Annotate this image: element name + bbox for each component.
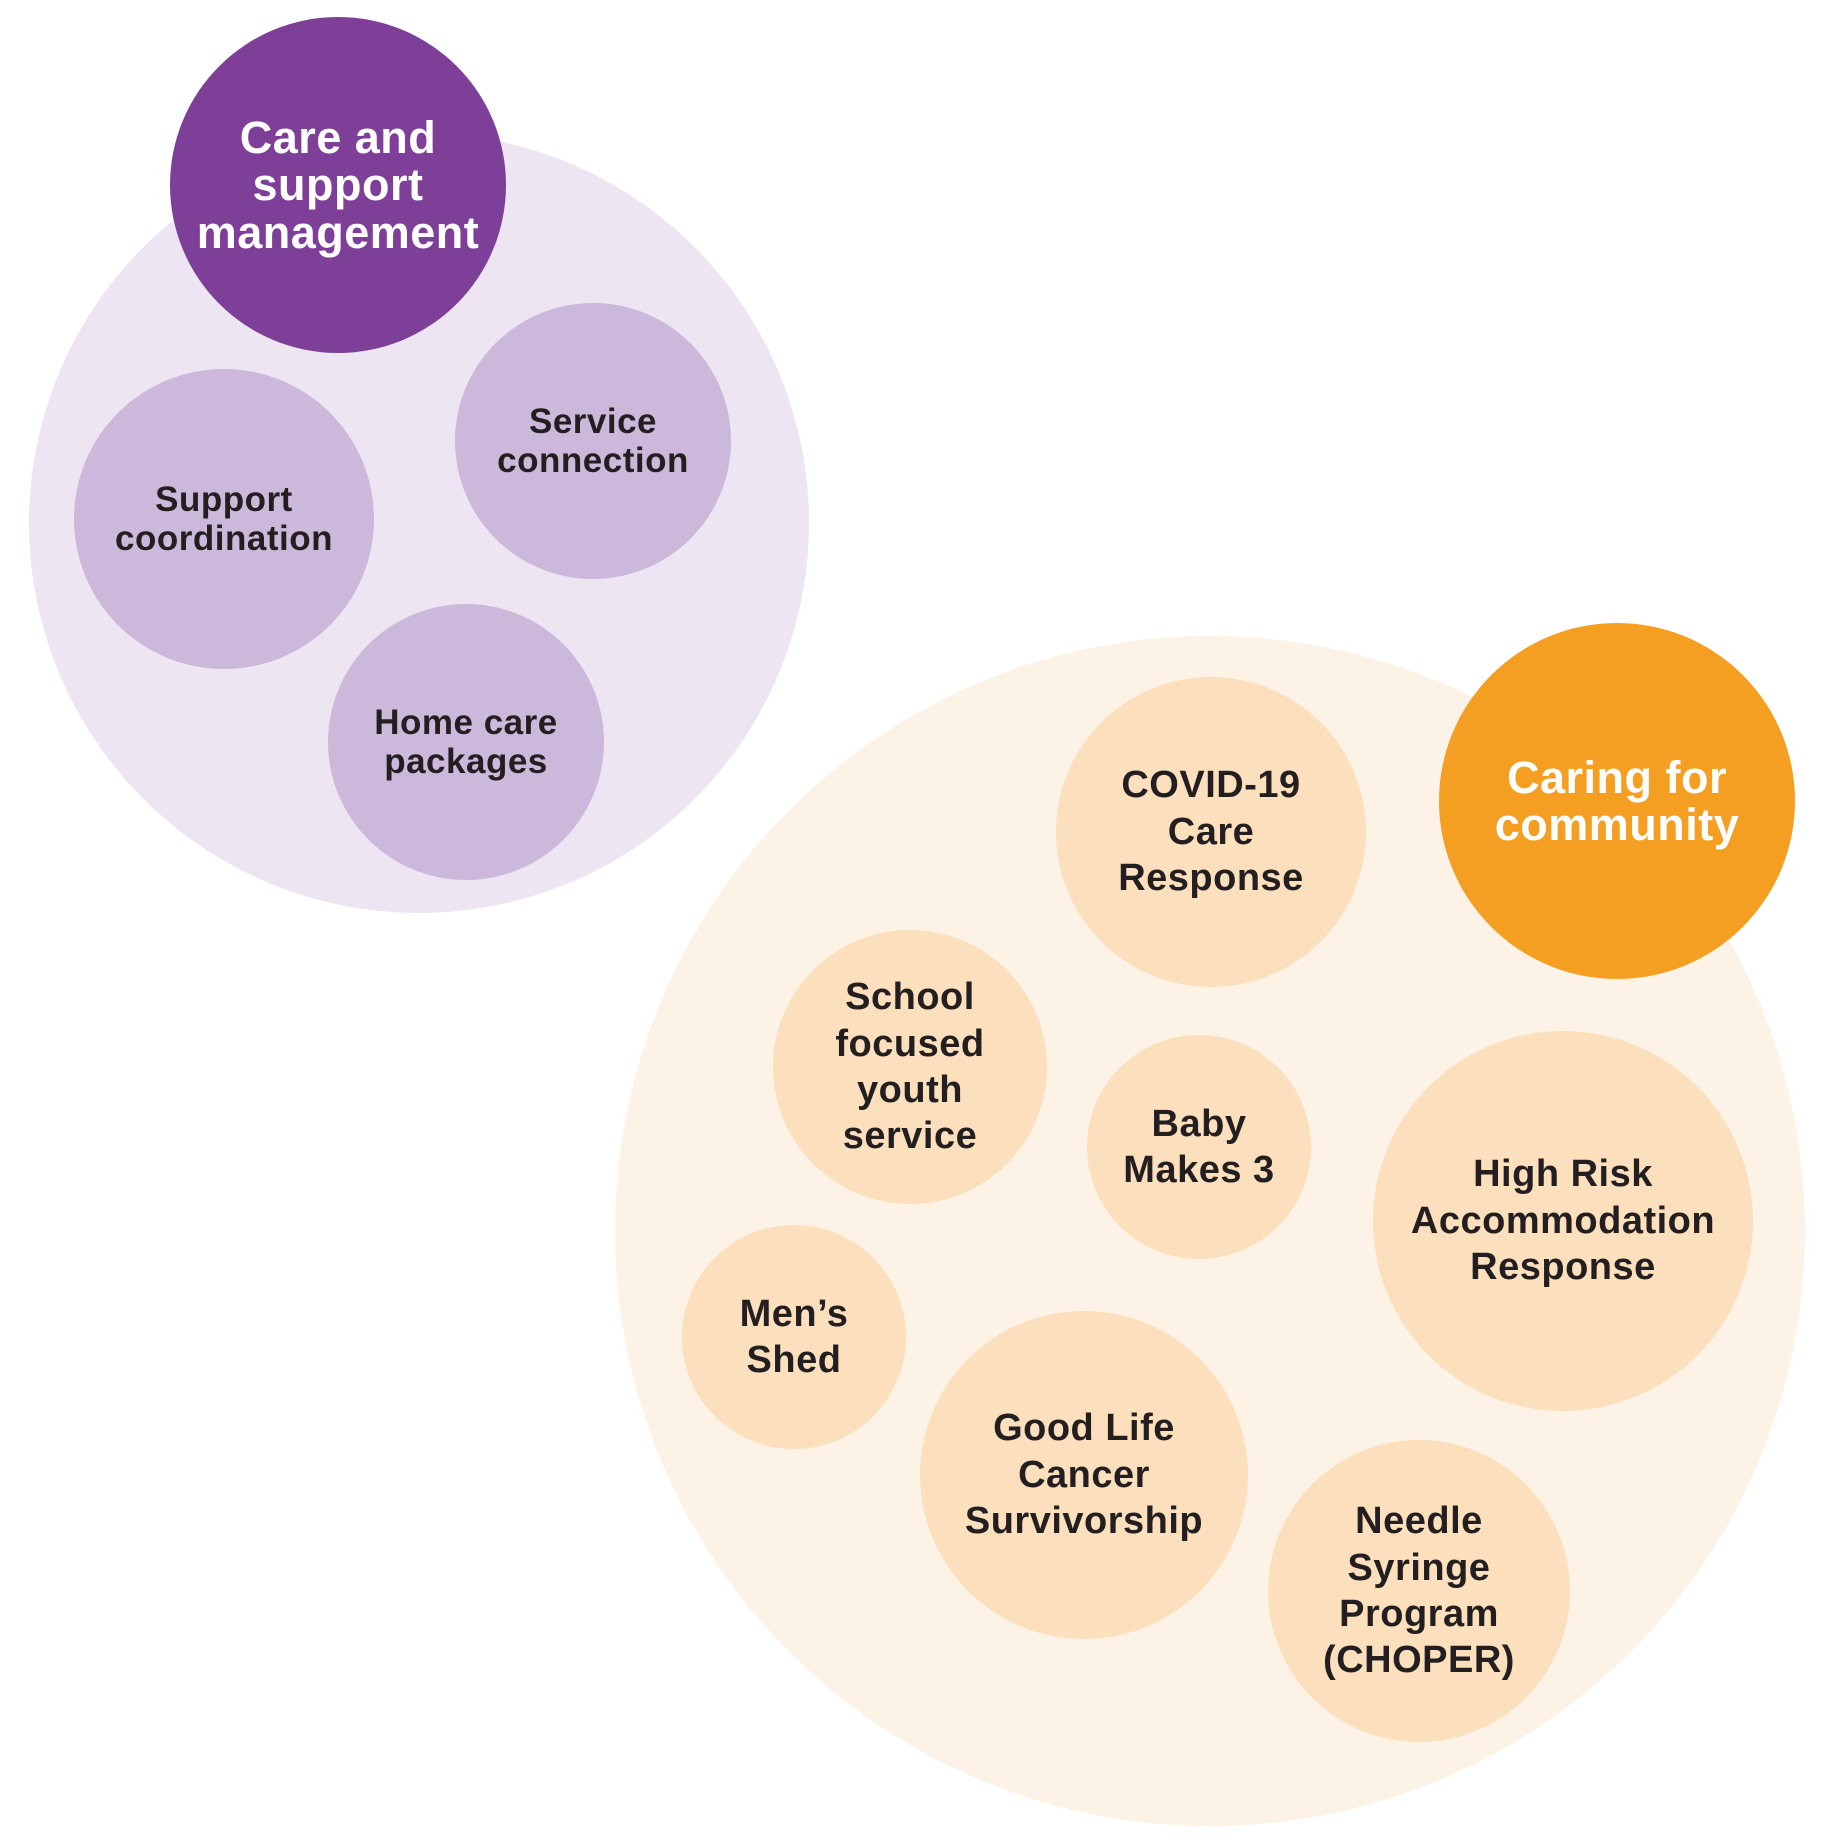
good-life-cancer-node: Good Life Cancer Survivorship (920, 1311, 1248, 1639)
baby-makes-3-label: Baby Makes 3 (1123, 1102, 1275, 1191)
care-support-title-node: Care and support management (170, 17, 506, 353)
caring-community-title: Caring for community (1494, 751, 1740, 850)
high-risk-accommodation-node: High Risk Accommodation Response (1373, 1031, 1753, 1411)
support-coordination-node: Support coordination (74, 369, 374, 669)
service-connection-label: Service connection (497, 401, 689, 480)
baby-makes-3-node: Baby Makes 3 (1087, 1035, 1311, 1259)
needle-syringe-node: Needle Syringe Program (CHOPER) (1268, 1440, 1570, 1742)
mens-shed-node: Men’s Shed (682, 1225, 906, 1449)
covid-care-response-label: COVID-19 Care Response (1118, 764, 1304, 900)
caring-community-title-node: Caring for community (1439, 623, 1795, 979)
school-youth-service-label: School focused youth service (835, 976, 985, 1158)
high-risk-accommodation-label: High Risk Accommodation Response (1410, 1153, 1716, 1289)
home-care-packages-node: Home care packages (328, 604, 604, 880)
needle-syringe-label: Needle Syringe Program (CHOPER) (1323, 1500, 1515, 1682)
care-support-title: Care and support management (196, 112, 480, 258)
school-youth-service-node: School focused youth service (773, 930, 1047, 1204)
support-coordination-label: Support coordination (115, 479, 333, 558)
good-life-cancer-label: Good Life Cancer Survivorship (964, 1407, 1204, 1543)
covid-care-response-node: COVID-19 Care Response (1056, 677, 1366, 987)
mens-shed-label: Men’s Shed (739, 1292, 849, 1381)
service-connection-node: Service connection (455, 303, 731, 579)
home-care-packages-label: Home care packages (374, 702, 558, 781)
